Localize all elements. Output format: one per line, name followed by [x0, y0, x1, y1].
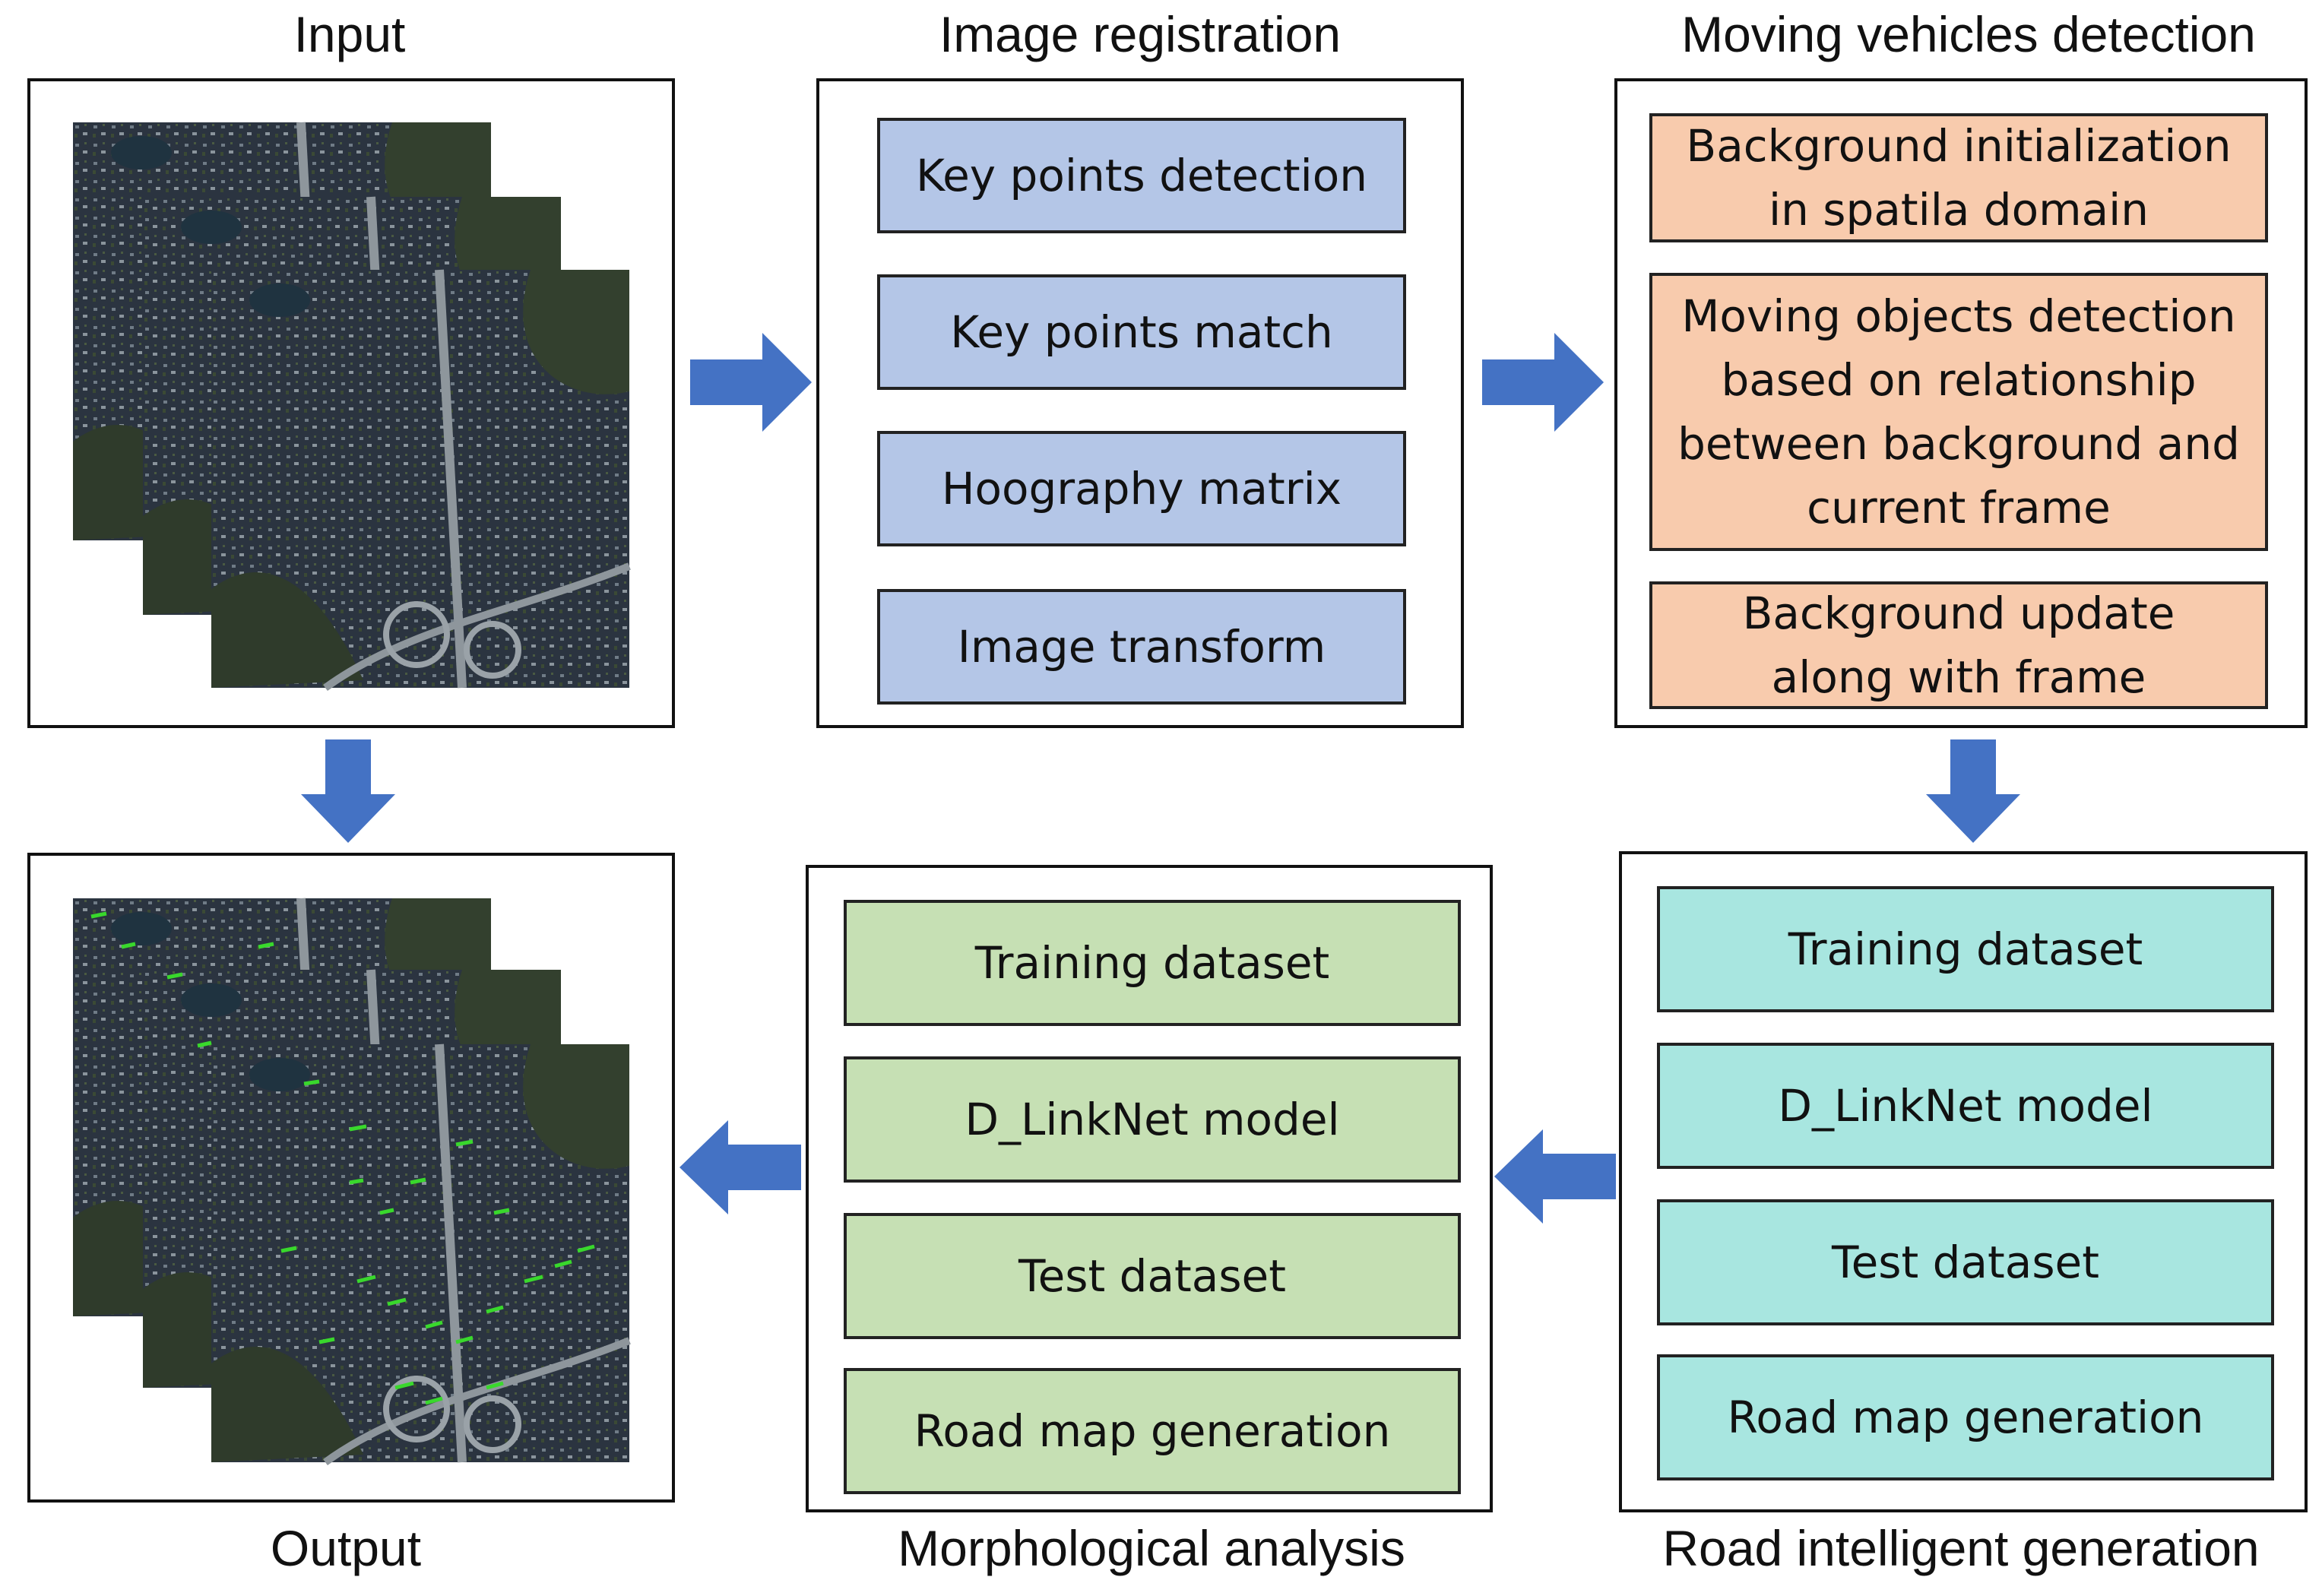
title-morphological-analysis: Morphological analysis: [898, 1520, 1405, 1576]
input-image-stack: [30, 81, 672, 725]
step-background-update: Background update along with frame: [1649, 581, 2268, 709]
aerial-frame-3: [211, 1044, 629, 1462]
road-intelligent-generation-panel: Training dataset D_LinkNet model Test da…: [1619, 851, 2308, 1512]
title-moving-vehicles-detection: Moving vehicles detection: [1681, 6, 2256, 62]
step-moving-objects-detection: Moving objects detection based on relati…: [1649, 273, 2268, 551]
step-homography-matrix: Hoography matrix: [877, 431, 1406, 546]
output-image-stack: [30, 856, 672, 1499]
step-key-points-detection: Key points detection: [877, 118, 1406, 233]
morph-step-dlinknet-model: D_LinkNet model: [844, 1056, 1461, 1183]
arrow-registration-to-detection: [1482, 333, 1604, 432]
title-image-registration: Image registration: [939, 6, 1342, 62]
output-panel: [27, 853, 675, 1503]
image-registration-panel: Key points detection Key points match Ho…: [816, 78, 1464, 728]
arrow-input-to-output: [301, 739, 395, 843]
title-input: Input: [293, 6, 406, 62]
title-road-intelligent-generation: Road intelligent generation: [1662, 1520, 2260, 1576]
arrow-input-to-registration: [690, 333, 812, 432]
step-background-initialization: Background initialization in spatila dom…: [1649, 113, 2268, 242]
morph-step-test-dataset: Test dataset: [844, 1213, 1461, 1339]
step-key-points-match: Key points match: [877, 274, 1406, 390]
moving-vehicles-detection-panel: Background initialization in spatila dom…: [1614, 78, 2308, 728]
arrow-morphological-to-output: [679, 1120, 801, 1214]
vehicle-detections: [90, 911, 595, 1405]
road-step-training-dataset: Training dataset: [1657, 886, 2274, 1012]
input-panel: [27, 78, 675, 728]
road-step-road-map-generation: Road map generation: [1657, 1354, 2274, 1480]
arrow-road-generation-to-morphological: [1494, 1129, 1616, 1224]
title-output: Output: [270, 1520, 422, 1576]
arrow-detection-to-road-generation: [1926, 739, 2020, 843]
morph-step-road-map-generation: Road map generation: [844, 1368, 1461, 1494]
morph-step-training-dataset: Training dataset: [844, 900, 1461, 1026]
step-image-transform: Image transform: [877, 589, 1406, 705]
road-step-test-dataset: Test dataset: [1657, 1199, 2274, 1325]
aerial-frame-3: [211, 270, 629, 688]
morphological-analysis-panel: Training dataset D_LinkNet model Test da…: [806, 865, 1493, 1512]
road-step-dlinknet-model: D_LinkNet model: [1657, 1043, 2274, 1169]
